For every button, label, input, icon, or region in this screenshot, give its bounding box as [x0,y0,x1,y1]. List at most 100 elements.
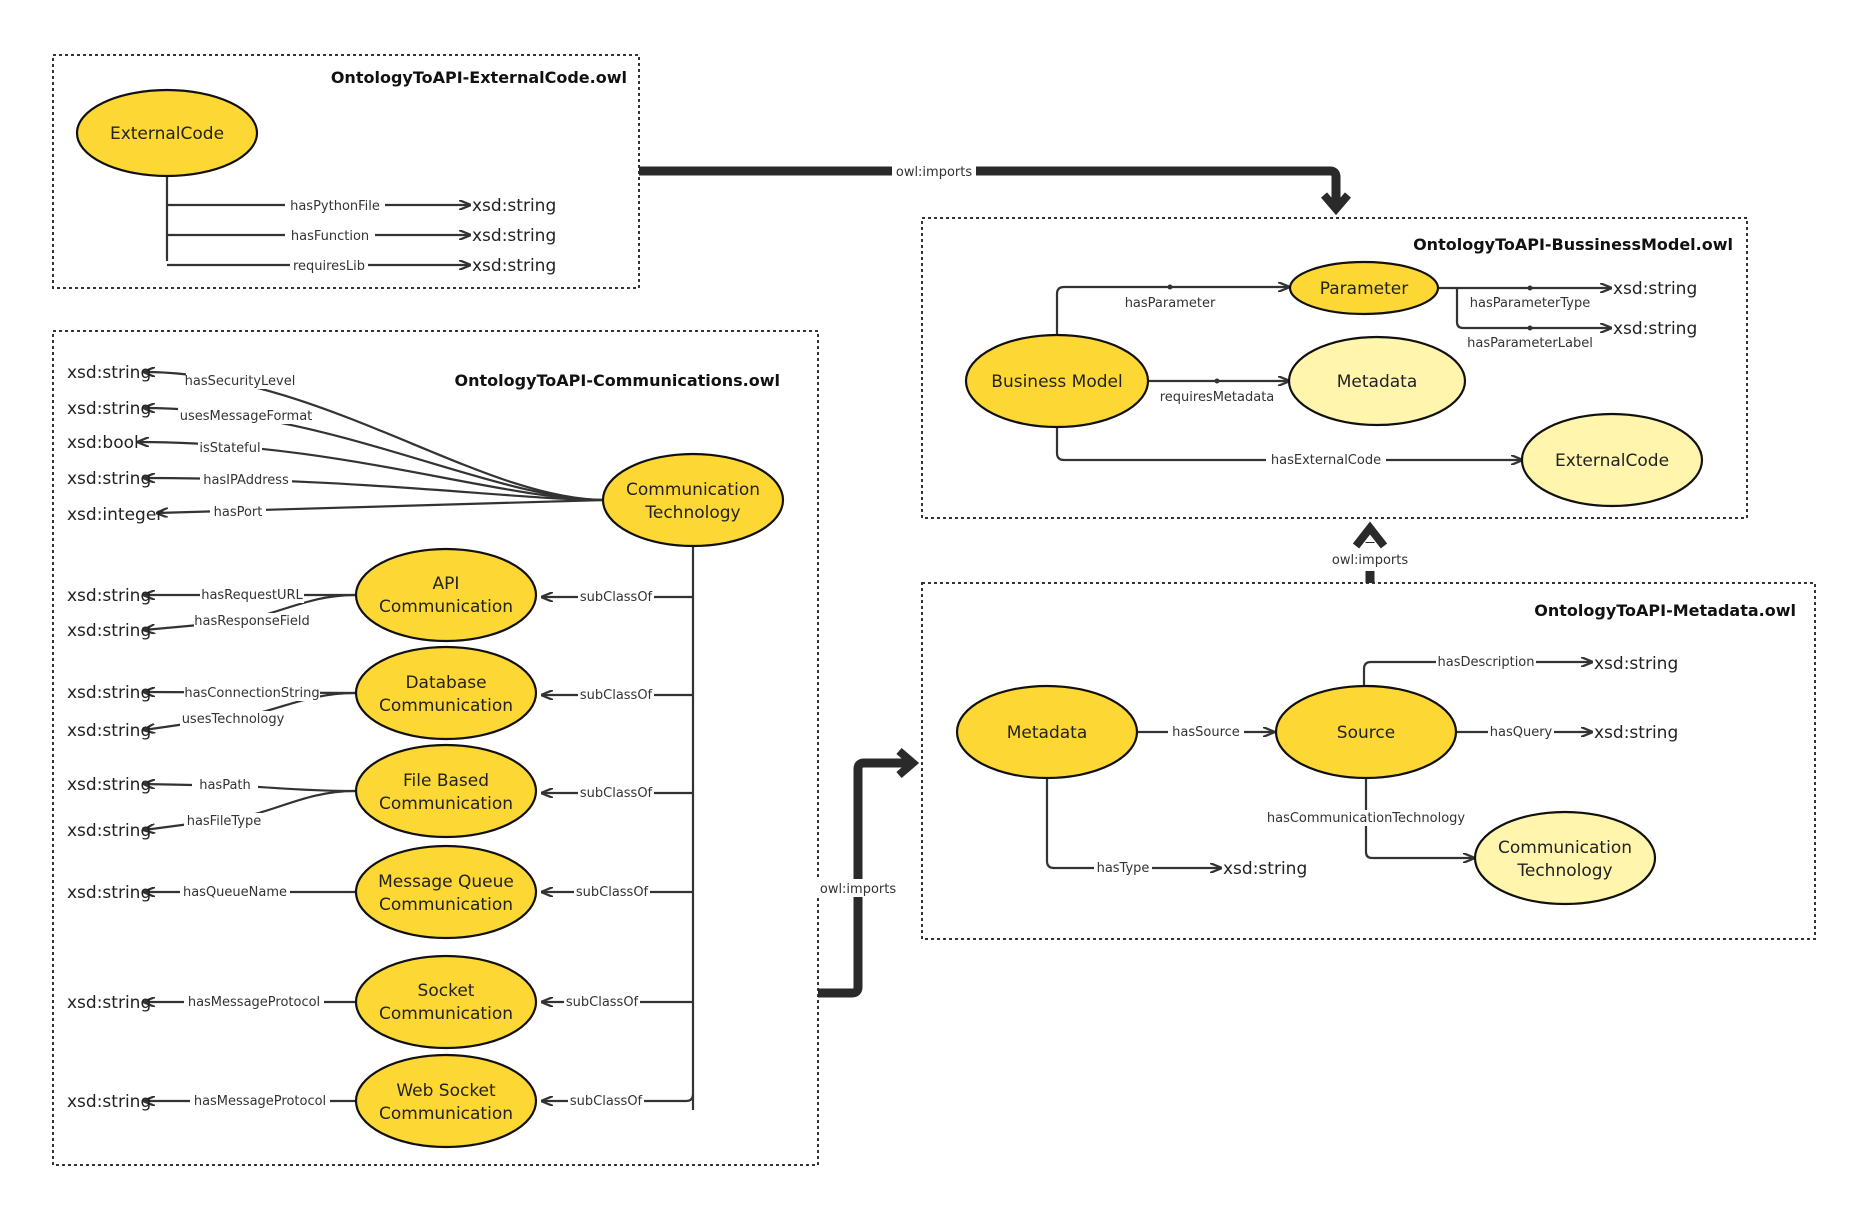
prop-requires-lib: requiresLib [293,259,365,274]
frame-title-business: OntologyToAPI-BussinessModel.owl [1413,235,1733,254]
import-label-2: owl:imports [1332,553,1409,568]
class-label: Business Model [991,372,1122,392]
prop-has-message-protocol: hasMessageProtocol [194,1094,326,1109]
class-external-code-imported[interactable]: ExternalCode [1520,412,1704,508]
class-label: ExternalCode [110,124,224,144]
prop-has-file-type: hasFileType [187,814,262,829]
class-label: Database [405,673,486,693]
class-label: Web Socket [396,1081,496,1101]
prop-has-connection-string: hasConnectionString [184,686,319,701]
xsd-type: xsd:string [67,821,151,841]
xsd-type: xsd:bool [67,433,139,453]
class-label: Communication [379,696,513,716]
class-label: Technology [1516,861,1612,881]
xsd-type: xsd:string [67,1092,151,1112]
class-api-communication[interactable]: API Communication [354,547,538,643]
comm-root-props: hasSecurityLevel usesMessageFormat isSta… [67,363,606,525]
subclass-label: subClassOf [570,1094,643,1109]
class-communication-technology-imported[interactable]: Communication Technology [1473,810,1657,906]
xsd-type: xsd:string [472,196,556,216]
import-external-to-business: owl:imports [639,162,1336,208]
prop-has-port: hasPort [214,505,263,520]
subclass-edges: subClassOf subClassOf subClassOf subClas… [542,545,695,1110]
subclass-label: subClassOf [580,590,653,605]
xsd-type: xsd:string [1223,859,1307,879]
class-label: Source [1337,723,1395,743]
import-metadata-to-business: owl:imports [1328,521,1412,583]
class-label: Communication [379,895,513,915]
class-source[interactable]: Source [1274,684,1458,780]
prop-has-security-level: hasSecurityLevel [185,374,296,389]
class-parameter[interactable]: Parameter [1288,260,1440,316]
class-business-model[interactable]: Business Model [964,333,1150,429]
class-label: Communication [626,480,760,500]
prop-has-request-url: hasRequestURL [201,588,303,603]
class-label: API [433,574,460,594]
prop-has-ip-address: hasIPAddress [203,473,289,488]
subclass-label: subClassOf [580,786,653,801]
business-edges: hasParameter requiresMetadata hasExterna… [1055,279,1697,468]
frame-business-model [921,217,1748,519]
class-communication-technology[interactable]: Communication Technology [601,452,785,548]
prop-has-query: hasQuery [1490,725,1553,740]
import-communications-to-metadata: owl:imports [816,763,912,998]
class-web-socket-communication[interactable]: Web Socket Communication [354,1053,538,1149]
prop-has-function: hasFunction [291,229,369,244]
class-label: Technology [644,503,740,523]
class-message-queue-communication[interactable]: Message Queue Communication [354,844,538,940]
xsd-type: xsd:string [67,586,151,606]
frame-communications [52,330,819,1166]
import-label-1: owl:imports [896,165,973,180]
xsd-type: xsd:string [67,621,151,641]
prop-has-description: hasDescription [1437,655,1534,670]
class-label: Communication [1498,838,1632,858]
xsd-type: xsd:string [67,363,151,383]
xsd-type: xsd:integer [67,505,163,525]
prop-has-communication-technology: hasCommunicationTechnology [1267,811,1466,826]
prop-requires-metadata: requiresMetadata [1160,390,1275,405]
metadata-edges: hasSource hasType xsd:string hasDescript… [1045,654,1678,879]
xsd-type: xsd:string [1594,654,1678,674]
class-label: Socket [418,981,475,1001]
xsd-type: xsd:string [67,683,151,703]
class-label: Parameter [1320,279,1408,299]
xsd-type: xsd:string [67,721,151,741]
class-label: Communication [379,597,513,617]
prop-has-python-file: hasPythonFile [290,199,380,214]
xsd-type: xsd:string [1613,279,1697,299]
class-label: Metadata [1337,372,1418,392]
class-database-communication[interactable]: Database Communication [354,645,538,741]
xsd-type: xsd:string [1613,319,1697,339]
prop-has-parameter-label: hasParameterLabel [1467,336,1593,351]
subclass-props: hasRequestURL hasResponseField xsd:strin… [67,586,356,1112]
frame-title-metadata: OntologyToAPI-Metadata.owl [1534,601,1796,620]
xsd-type: xsd:string [472,256,556,276]
class-label: Communication [379,1104,513,1124]
class-label: Communication [379,1004,513,1024]
xsd-type: xsd:string [67,775,151,795]
class-socket-communication[interactable]: Socket Communication [354,954,538,1050]
subclass-label: subClassOf [576,885,649,900]
import-label-3: owl:imports [820,882,897,897]
xsd-type: xsd:string [67,883,151,903]
class-label: Metadata [1007,723,1088,743]
prop-has-message-protocol: hasMessageProtocol [188,995,320,1010]
class-label: Message Queue [378,872,514,892]
subclass-label: subClassOf [566,995,639,1010]
prop-has-parameter-type: hasParameterType [1470,296,1590,311]
prop-has-queue-name: hasQueueName [183,885,287,900]
xsd-type: xsd:string [67,469,151,489]
class-metadata[interactable]: Metadata [955,684,1139,780]
class-label: Communication [379,794,513,814]
prop-uses-message-format: usesMessageFormat [180,409,313,424]
class-external-code[interactable]: ExternalCode [75,88,259,178]
class-file-based-communication[interactable]: File Based Communication [354,743,538,839]
frame-title-communications: OntologyToAPI-Communications.owl [455,371,780,390]
xsd-type: xsd:string [67,993,151,1013]
prop-has-parameter: hasParameter [1125,296,1216,311]
prop-has-path: hasPath [199,778,251,793]
xsd-type: xsd:string [472,226,556,246]
class-metadata-imported[interactable]: Metadata [1287,335,1467,427]
prop-has-source: hasSource [1172,725,1240,740]
